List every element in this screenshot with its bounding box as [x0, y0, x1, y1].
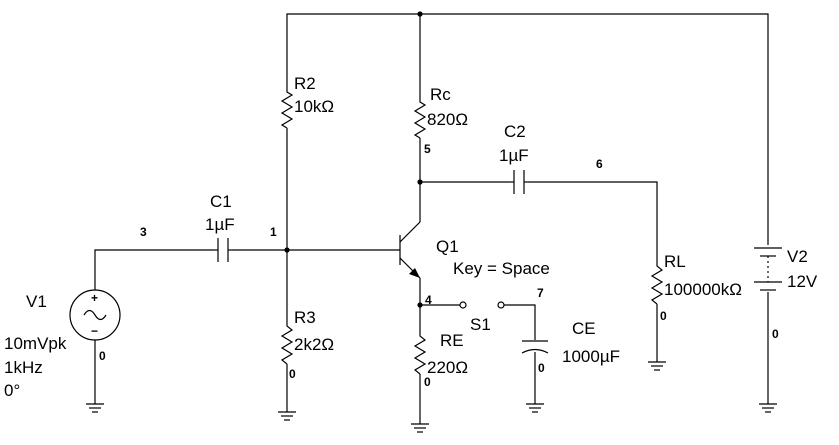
wire-v1-c1 [94, 249, 214, 290]
v1-amplitude: 10mVpk [4, 334, 67, 353]
node-label-0-rl: 0 [660, 309, 667, 323]
rc-name: Rc [430, 85, 451, 104]
ac-source-v1: + − [69, 289, 121, 341]
ground-ce [526, 403, 544, 413]
ground-v1 [86, 403, 104, 413]
junction-top [417, 11, 423, 17]
node-label-7: 7 [537, 286, 544, 300]
node-label-5: 5 [424, 142, 431, 156]
v1-minus-sign: − [91, 324, 98, 338]
junction-emitter [417, 302, 423, 308]
ground-r3 [278, 411, 296, 421]
rl-value: 100000kΩ [664, 280, 742, 299]
re-name: RE [440, 331, 464, 350]
v2-value: 12V [787, 272, 818, 291]
junctions [284, 11, 423, 308]
ground-v2 [759, 403, 777, 413]
wire-top-rail [286, 13, 769, 245]
resistor-r3 [280, 322, 294, 365]
resistor-rl [650, 262, 664, 305]
rc-value: 820Ω [427, 110, 468, 129]
node-label-1: 1 [270, 225, 277, 239]
capacitor-c1 [214, 238, 232, 262]
capacitor-ce [521, 340, 549, 354]
v1-phase: 0° [4, 381, 20, 400]
r3-value: 2k2Ω [294, 335, 334, 354]
r2-value: 10kΩ [294, 97, 334, 116]
c1-name: C1 [210, 192, 232, 211]
junction-collector [417, 179, 423, 185]
node-label-0-ce: 0 [538, 361, 545, 375]
r2-name: R2 [294, 74, 316, 93]
node-label-0-v2: 0 [772, 327, 779, 341]
v2-name: V2 [787, 247, 808, 266]
rl-name: RL [664, 252, 686, 271]
node-label-0-r3: 0 [289, 367, 296, 381]
wire-s1-ce [504, 304, 536, 340]
switch-s1 [459, 301, 505, 309]
node-label-6: 6 [596, 157, 603, 171]
node-label-0-re: 0 [424, 375, 431, 389]
v1-name: V1 [26, 292, 47, 311]
wire-c2-rl [528, 181, 658, 262]
v1-frequency: 1kHz [4, 358, 43, 377]
resistor-rc [413, 98, 427, 139]
v1-plus-sign: + [91, 291, 98, 305]
ground-rl [648, 361, 666, 371]
junction-base [284, 247, 290, 253]
ce-name: CE [572, 319, 596, 338]
q1-name: Q1 [436, 237, 459, 256]
ground-re [411, 423, 429, 433]
node-label-3: 3 [140, 225, 147, 239]
ce-value: 1000µF [562, 347, 620, 366]
resistor-r2 [280, 88, 294, 129]
capacitor-c2 [510, 170, 528, 194]
re-value: 220Ω [427, 358, 468, 377]
r3-name: R3 [294, 308, 316, 327]
c1-value: 1µF [205, 215, 235, 234]
c2-name: C2 [504, 122, 526, 141]
dc-source-v2 [754, 247, 782, 291]
q1-key: Key = Space [453, 259, 550, 278]
resistor-re [413, 332, 427, 375]
s1-name: S1 [470, 315, 491, 334]
c2-value: 1µF [499, 146, 529, 165]
node-label-4: 4 [425, 293, 432, 307]
transistor-q1 [399, 221, 421, 279]
node-label-0-v1: 0 [99, 349, 106, 363]
